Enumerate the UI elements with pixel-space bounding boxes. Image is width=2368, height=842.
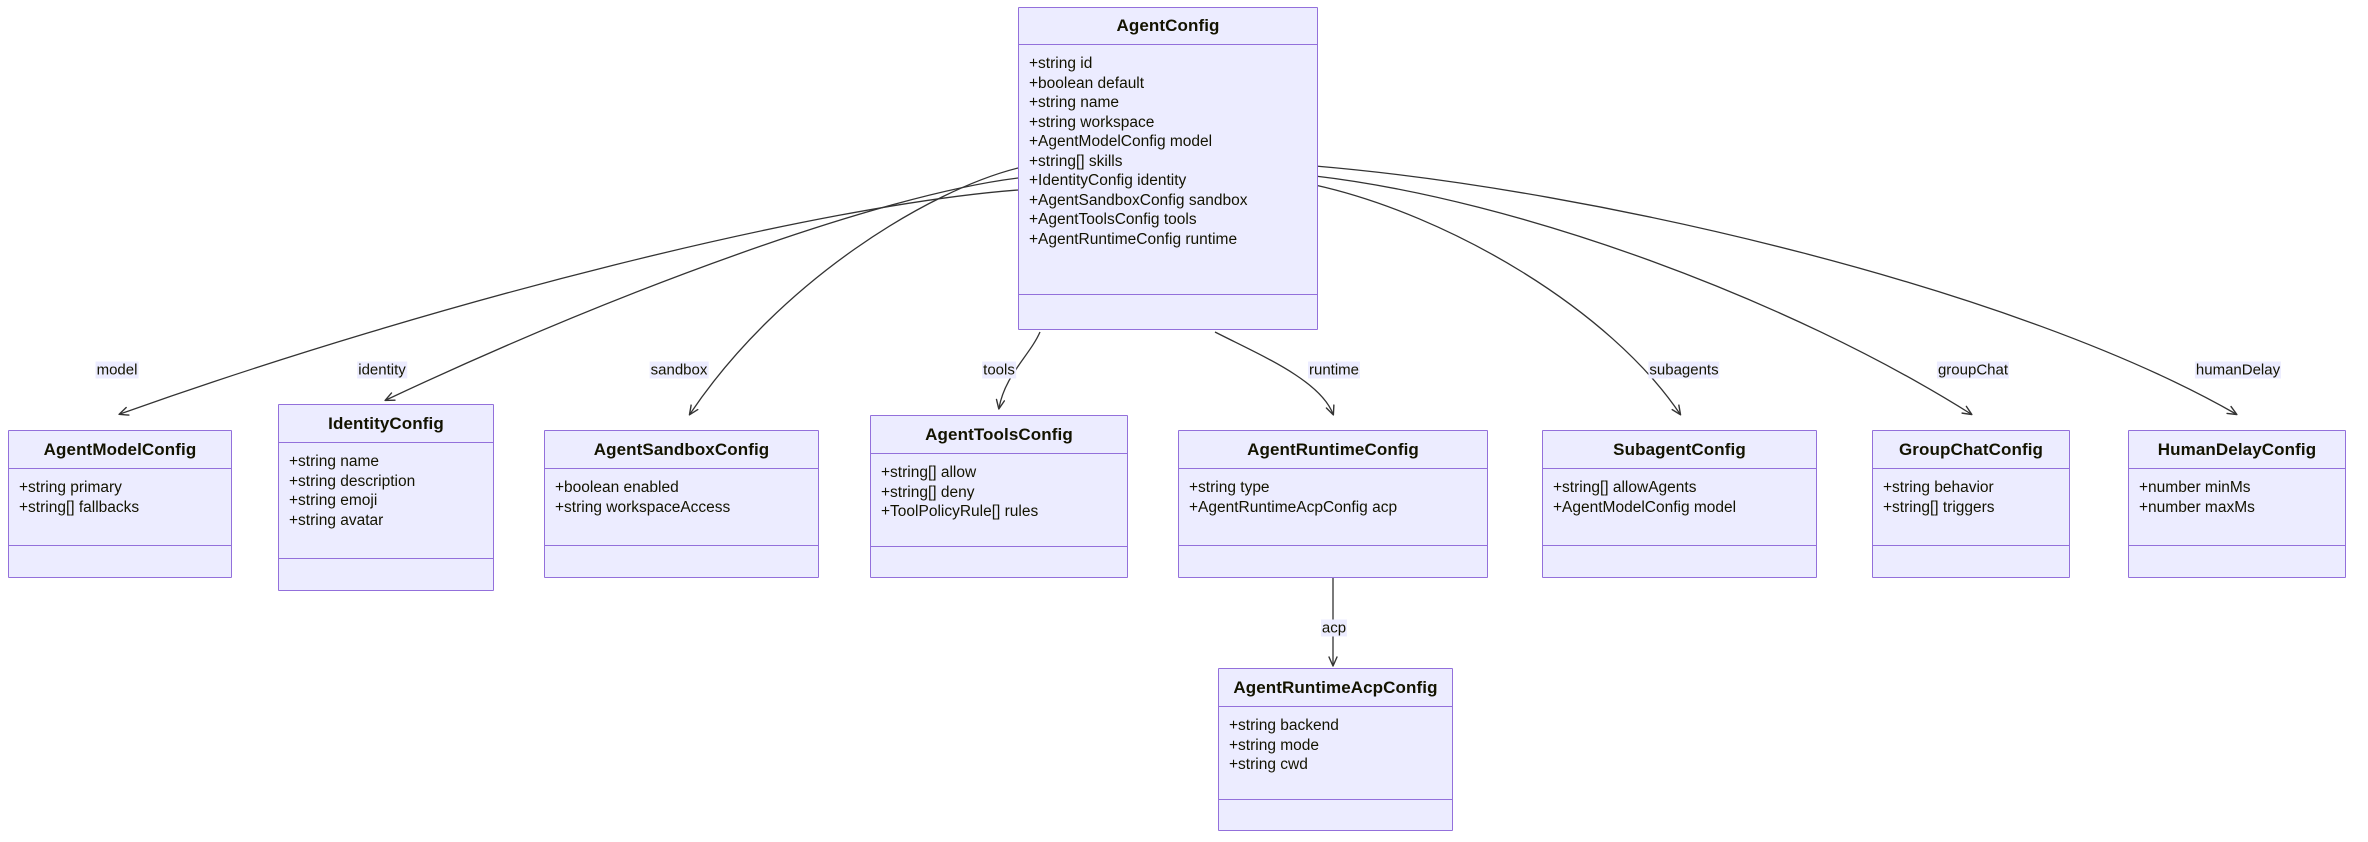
attribute: +AgentModelConfig model	[1029, 133, 1213, 150]
class-agent-model-config[interactable]: AgentModelConfig +string primary +string…	[8, 430, 232, 578]
attribute: +string behavior	[1883, 479, 1994, 496]
edge-sandbox	[688, 167, 1019, 416]
class-attributes: +string type +AgentRuntimeAcpConfig acp	[1179, 469, 1487, 546]
attribute: +string backend	[1229, 717, 1339, 734]
class-title: AgentRuntimeConfig	[1179, 431, 1487, 469]
edge-subagents	[1314, 184, 1682, 416]
attribute: +ToolPolicyRule[] rules	[881, 503, 1039, 520]
class-agent-runtime-config[interactable]: AgentRuntimeConfig +string type +AgentRu…	[1178, 430, 1488, 578]
class-attributes: +string name +string description +string…	[279, 443, 493, 559]
class-attributes: +string backend +string mode +string cwd	[1219, 707, 1452, 800]
attribute: +string cwd	[1229, 756, 1308, 773]
class-methods	[2129, 546, 2345, 577]
attribute: +string[] allowAgents	[1553, 479, 1697, 496]
attribute: +string workspace	[1029, 113, 1155, 131]
class-agent-tools-config[interactable]: AgentToolsConfig +string[] allow +string…	[870, 415, 1128, 578]
attribute: +string[] skills	[1029, 152, 1123, 170]
class-group-chat-config[interactable]: GroupChatConfig +string behavior +string…	[1872, 430, 2070, 578]
edge-label-identity: identity	[357, 361, 407, 379]
attribute: +number minMs	[2139, 479, 2251, 496]
edge-label-groupchat: groupChat	[1936, 361, 2010, 379]
attribute: +string id	[1029, 55, 1093, 72]
class-attributes: +string[] allowAgents +AgentModelConfig …	[1543, 469, 1816, 546]
attribute: +string avatar	[289, 511, 384, 529]
class-title: AgentToolsConfig	[871, 416, 1127, 454]
edge-label-sandbox: sandbox	[649, 361, 709, 379]
class-attributes: +string primary +string[] fallbacks	[9, 469, 231, 546]
attribute: +AgentRuntimeAcpConfig acp	[1189, 498, 1398, 516]
attribute: +AgentToolsConfig tools	[1029, 211, 1197, 228]
edge-model	[118, 189, 1019, 416]
class-methods	[545, 546, 818, 577]
attribute: +string[] deny	[881, 483, 975, 501]
class-methods	[9, 546, 231, 577]
class-methods	[871, 547, 1127, 578]
class-attributes: +string[] allow +string[] deny +ToolPoli…	[871, 454, 1127, 547]
attribute: +string mode	[1229, 736, 1320, 754]
edge-label-acp: acp	[1320, 619, 1348, 637]
class-methods	[1543, 546, 1816, 577]
attribute: +string name	[289, 453, 380, 470]
attribute: +string emoji	[289, 492, 378, 509]
class-title: AgentConfig	[1019, 8, 1317, 45]
class-methods	[1219, 800, 1452, 831]
attribute: +AgentSandboxConfig sandbox	[1029, 191, 1248, 209]
class-subagent-config[interactable]: SubagentConfig +string[] allowAgents +Ag…	[1542, 430, 1817, 578]
class-attributes: +string behavior +string[] triggers	[1873, 469, 2069, 546]
attribute: +boolean enabled	[555, 479, 679, 496]
attribute: +AgentRuntimeConfig runtime	[1029, 230, 1238, 248]
attribute: +IdentityConfig identity	[1029, 172, 1187, 189]
class-title: IdentityConfig	[279, 405, 493, 443]
class-methods	[1179, 546, 1487, 577]
class-methods	[1873, 546, 2069, 577]
attribute: +string[] allow	[881, 464, 977, 481]
class-title: SubagentConfig	[1543, 431, 1816, 469]
attribute: +string description	[289, 472, 416, 490]
class-attributes: +number minMs +number maxMs	[2129, 469, 2345, 546]
edge-label-tools: tools	[982, 361, 1016, 379]
class-attributes: +string id +boolean default +string name…	[1019, 45, 1317, 295]
class-title: HumanDelayConfig	[2129, 431, 2345, 469]
class-methods	[279, 559, 493, 590]
edge-humandelay	[1314, 165, 2238, 416]
edge-label-subagents: subagents	[1648, 361, 1720, 379]
attribute: +number maxMs	[2139, 498, 2255, 516]
class-agent-config[interactable]: AgentConfig +string id +boolean default …	[1018, 7, 1318, 330]
attribute: +string[] triggers	[1883, 498, 1995, 516]
attribute: +string type	[1189, 479, 1270, 496]
class-attributes: +boolean enabled +string workspaceAccess	[545, 469, 818, 546]
class-methods	[1019, 295, 1317, 328]
edge-label-humandelay: humanDelay	[2194, 361, 2282, 379]
attribute: +string[] fallbacks	[19, 498, 140, 516]
class-title: AgentRuntimeAcpConfig	[1219, 669, 1452, 707]
attribute: +AgentModelConfig model	[1553, 498, 1737, 516]
attribute: +string workspaceAccess	[555, 498, 731, 516]
class-agent-runtime-acp-config[interactable]: AgentRuntimeAcpConfig +string backend +s…	[1218, 668, 1453, 831]
edge-label-runtime: runtime	[1307, 361, 1361, 379]
attribute: +string name	[1029, 94, 1120, 111]
class-title: AgentSandboxConfig	[545, 431, 818, 469]
edge-groupchat	[1314, 175, 1973, 416]
attribute: +boolean default	[1029, 74, 1145, 92]
edge-label-model: model	[95, 361, 139, 379]
class-human-delay-config[interactable]: HumanDelayConfig +number minMs +number m…	[2128, 430, 2346, 578]
class-agent-sandbox-config[interactable]: AgentSandboxConfig +boolean enabled +str…	[544, 430, 819, 578]
attribute: +string primary	[19, 479, 122, 496]
class-identity-config[interactable]: IdentityConfig +string name +string desc…	[278, 404, 494, 591]
class-title: GroupChatConfig	[1873, 431, 2069, 469]
class-title: AgentModelConfig	[9, 431, 231, 469]
